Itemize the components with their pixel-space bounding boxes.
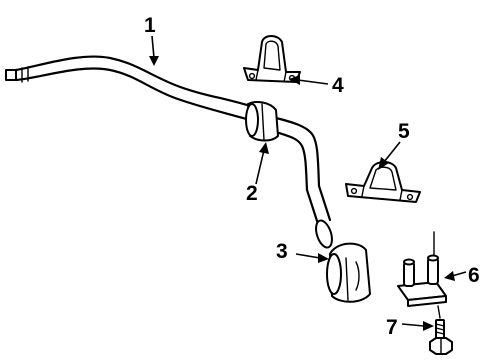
leader-3 — [295, 253, 329, 263]
callout-7: 7 — [386, 316, 398, 339]
leader-6 — [444, 271, 467, 281]
mounting-bracket — [397, 231, 447, 319]
callout-6: 6 — [468, 264, 480, 287]
separate-bushing — [326, 242, 371, 303]
leader-1 — [149, 35, 159, 66]
bolt — [429, 319, 453, 355]
leader-5 — [378, 141, 401, 170]
callout-5: 5 — [398, 120, 410, 143]
stabilizer-bar — [5, 55, 333, 249]
leader-4 — [289, 75, 329, 85]
leader-2 — [255, 142, 269, 185]
leader-7 — [401, 321, 434, 331]
callout-1: 1 — [144, 14, 156, 37]
callout-4: 4 — [332, 74, 344, 97]
callout-3: 3 — [276, 240, 288, 263]
bar-bushing — [245, 101, 279, 142]
lower-bracket — [345, 161, 421, 203]
callout-2: 2 — [246, 182, 258, 205]
upper-bracket — [243, 35, 301, 83]
